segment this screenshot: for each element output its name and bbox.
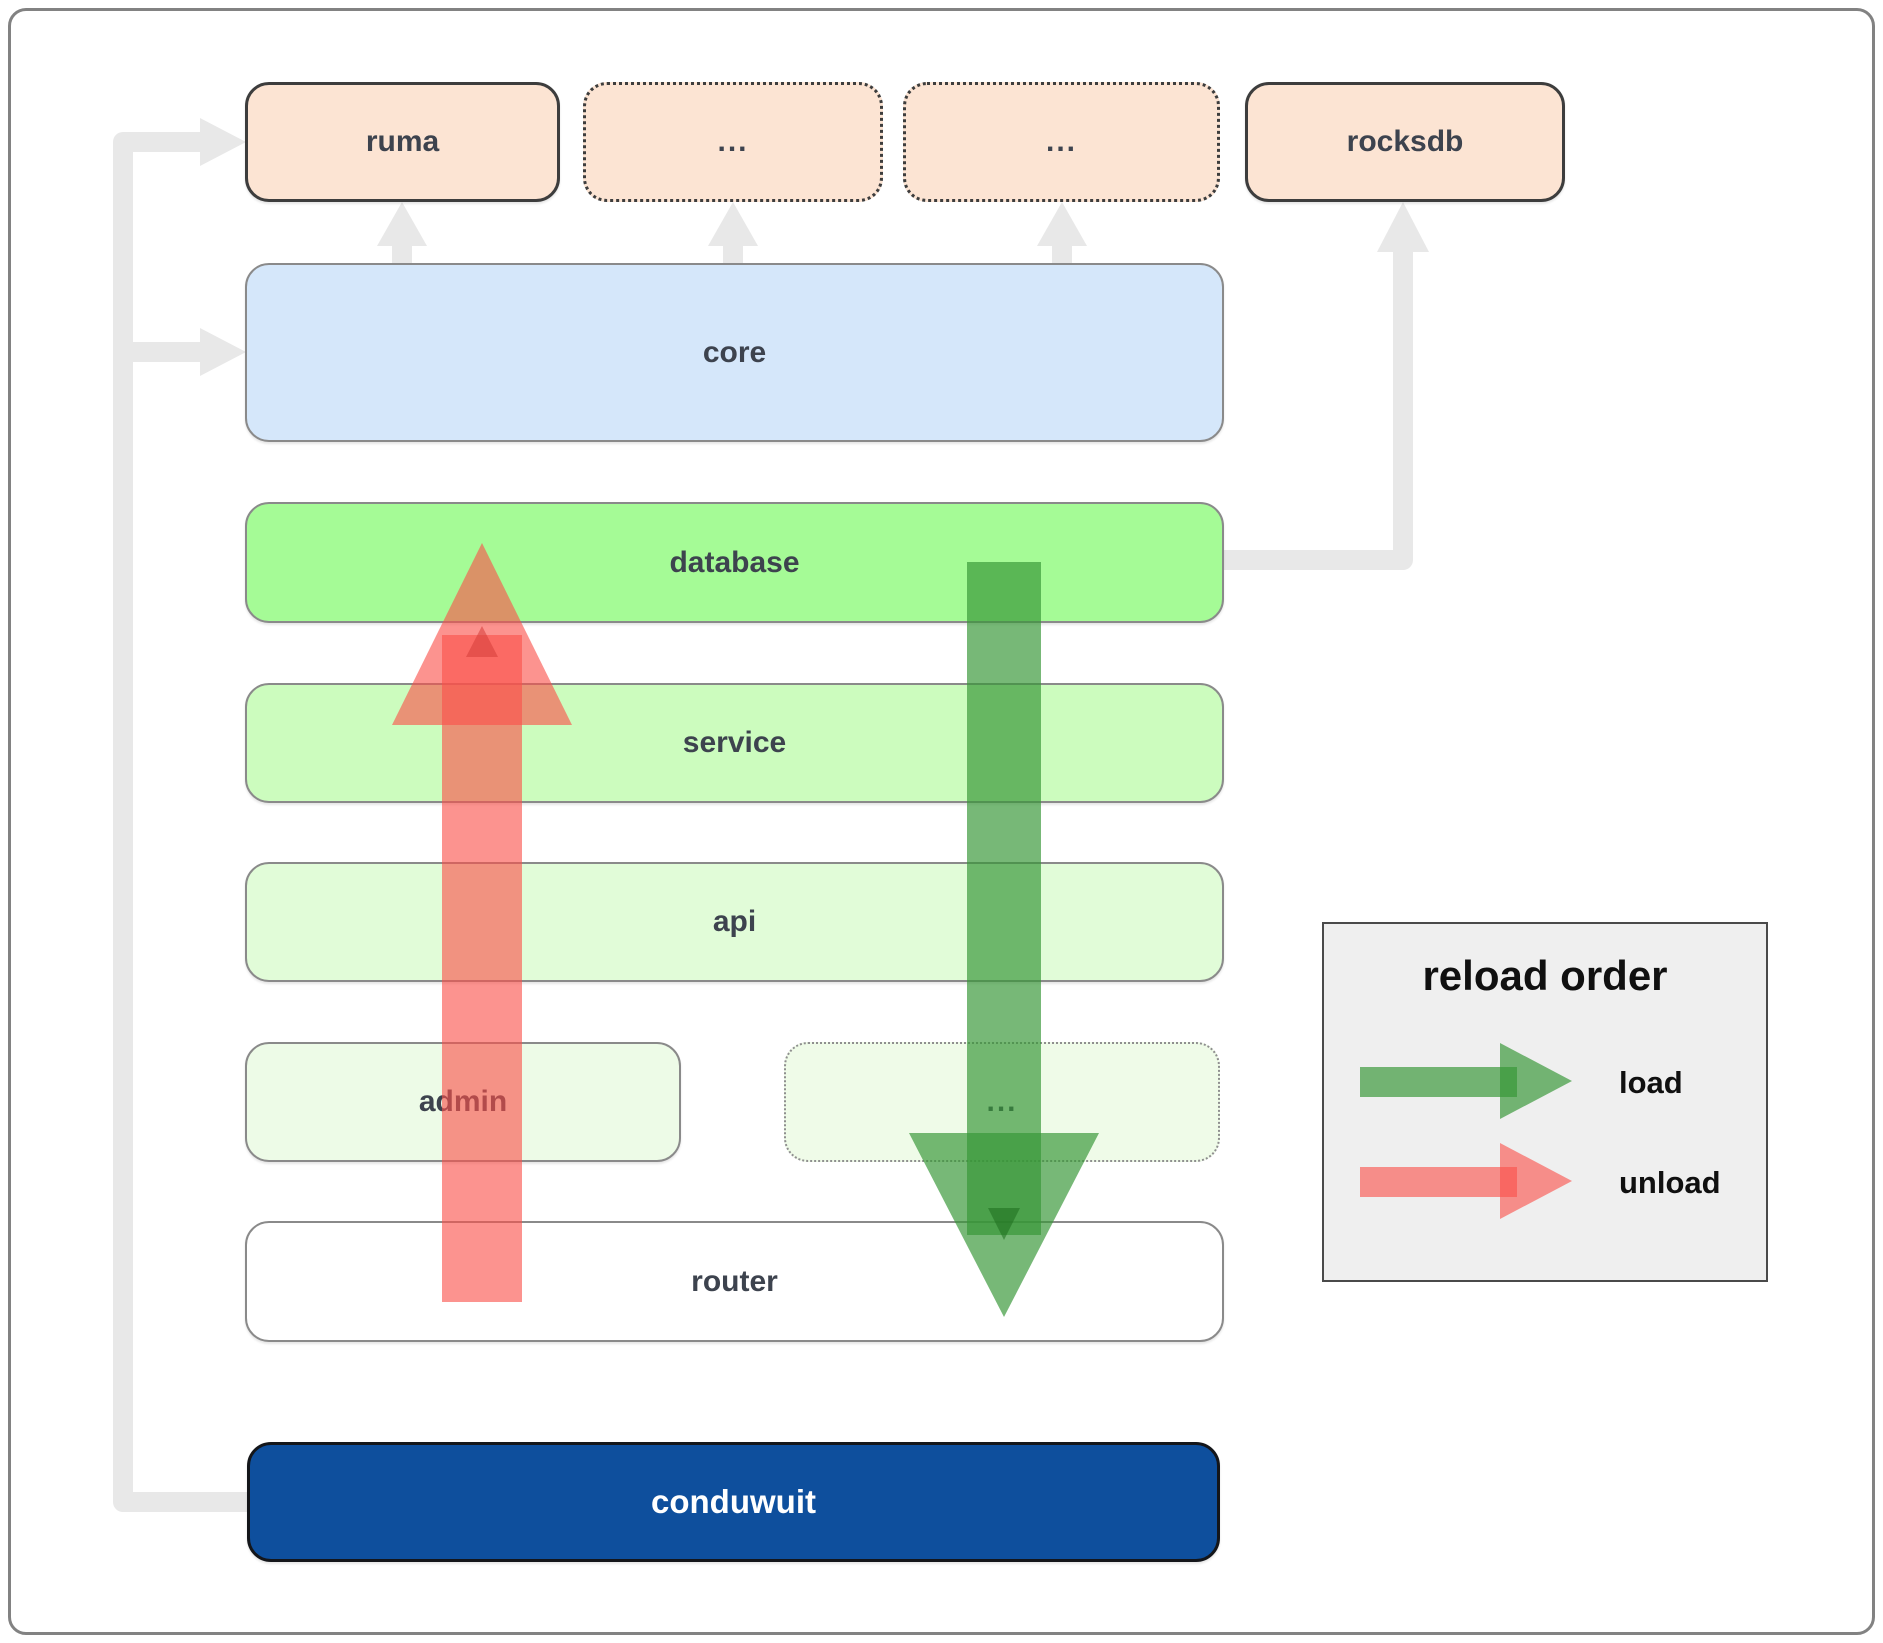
node-admin: admin: [245, 1042, 681, 1162]
node-service-label: service: [682, 726, 787, 759]
legend-unload-label: unload: [1619, 1165, 1721, 1200]
node-core-label: core: [702, 335, 767, 369]
node-ellipsis-1: ...: [583, 82, 883, 202]
node-ellipsis-3-label: ...: [986, 1085, 1018, 1118]
node-core: core: [245, 263, 1224, 442]
node-api-label: api: [712, 905, 757, 938]
node-conduwuit: conduwuit: [247, 1442, 1220, 1562]
node-database-label: database: [669, 545, 800, 579]
node-ellipsis-1-label: ...: [717, 125, 749, 158]
node-router-label: router: [691, 1264, 778, 1298]
node-ruma-label: ruma: [365, 125, 440, 158]
node-api: api: [245, 862, 1224, 982]
node-rocksdb: rocksdb: [1245, 82, 1565, 202]
node-router: router: [245, 1221, 1224, 1342]
node-ellipsis-3: ...: [784, 1042, 1220, 1162]
node-admin-label: admin: [418, 1085, 508, 1118]
legend-title: reload order: [1422, 952, 1668, 999]
node-ellipsis-2-label: ...: [1045, 125, 1077, 158]
node-ruma: ruma: [245, 82, 560, 202]
legend-load-label: load: [1619, 1065, 1683, 1100]
node-ellipsis-2: ...: [903, 82, 1220, 202]
node-database: database: [245, 502, 1224, 623]
node-service: service: [245, 683, 1224, 803]
legend-box: reload order load unload: [1322, 922, 1768, 1282]
node-conduwuit-label: conduwuit: [651, 1483, 816, 1520]
node-rocksdb-label: rocksdb: [1346, 125, 1464, 158]
